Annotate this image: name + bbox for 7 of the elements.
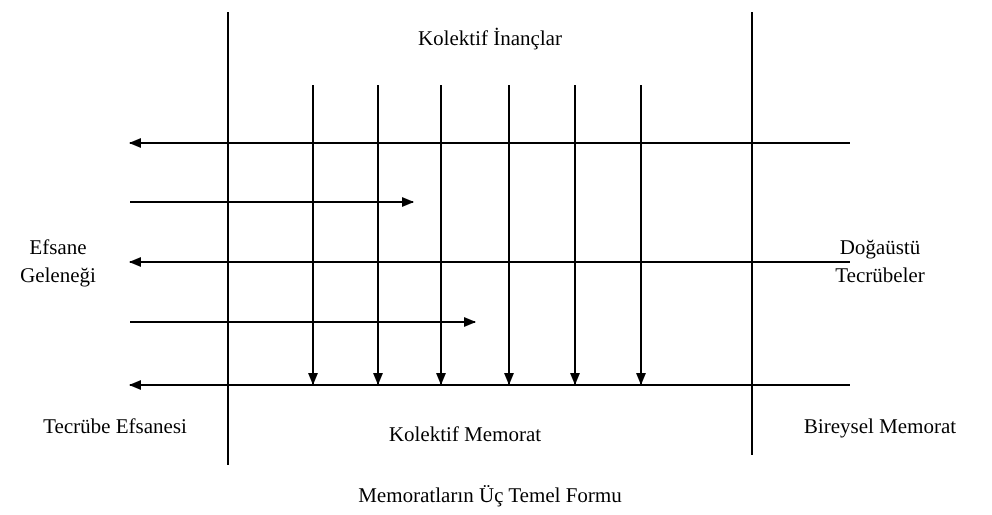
caption: Memoratların Üç Temel Formu bbox=[358, 482, 622, 509]
region-label: Tecrübe Efsanesi bbox=[43, 413, 187, 440]
side-label: Doğaüstü Tecrübeler bbox=[834, 234, 926, 289]
heading-label: Kolektif İnançlar bbox=[418, 25, 562, 52]
region-label: Bireysel Memorat bbox=[804, 413, 956, 440]
side-label: Efsane Geleneği bbox=[19, 234, 97, 289]
region-label: Kolektif Memorat bbox=[388, 421, 542, 448]
